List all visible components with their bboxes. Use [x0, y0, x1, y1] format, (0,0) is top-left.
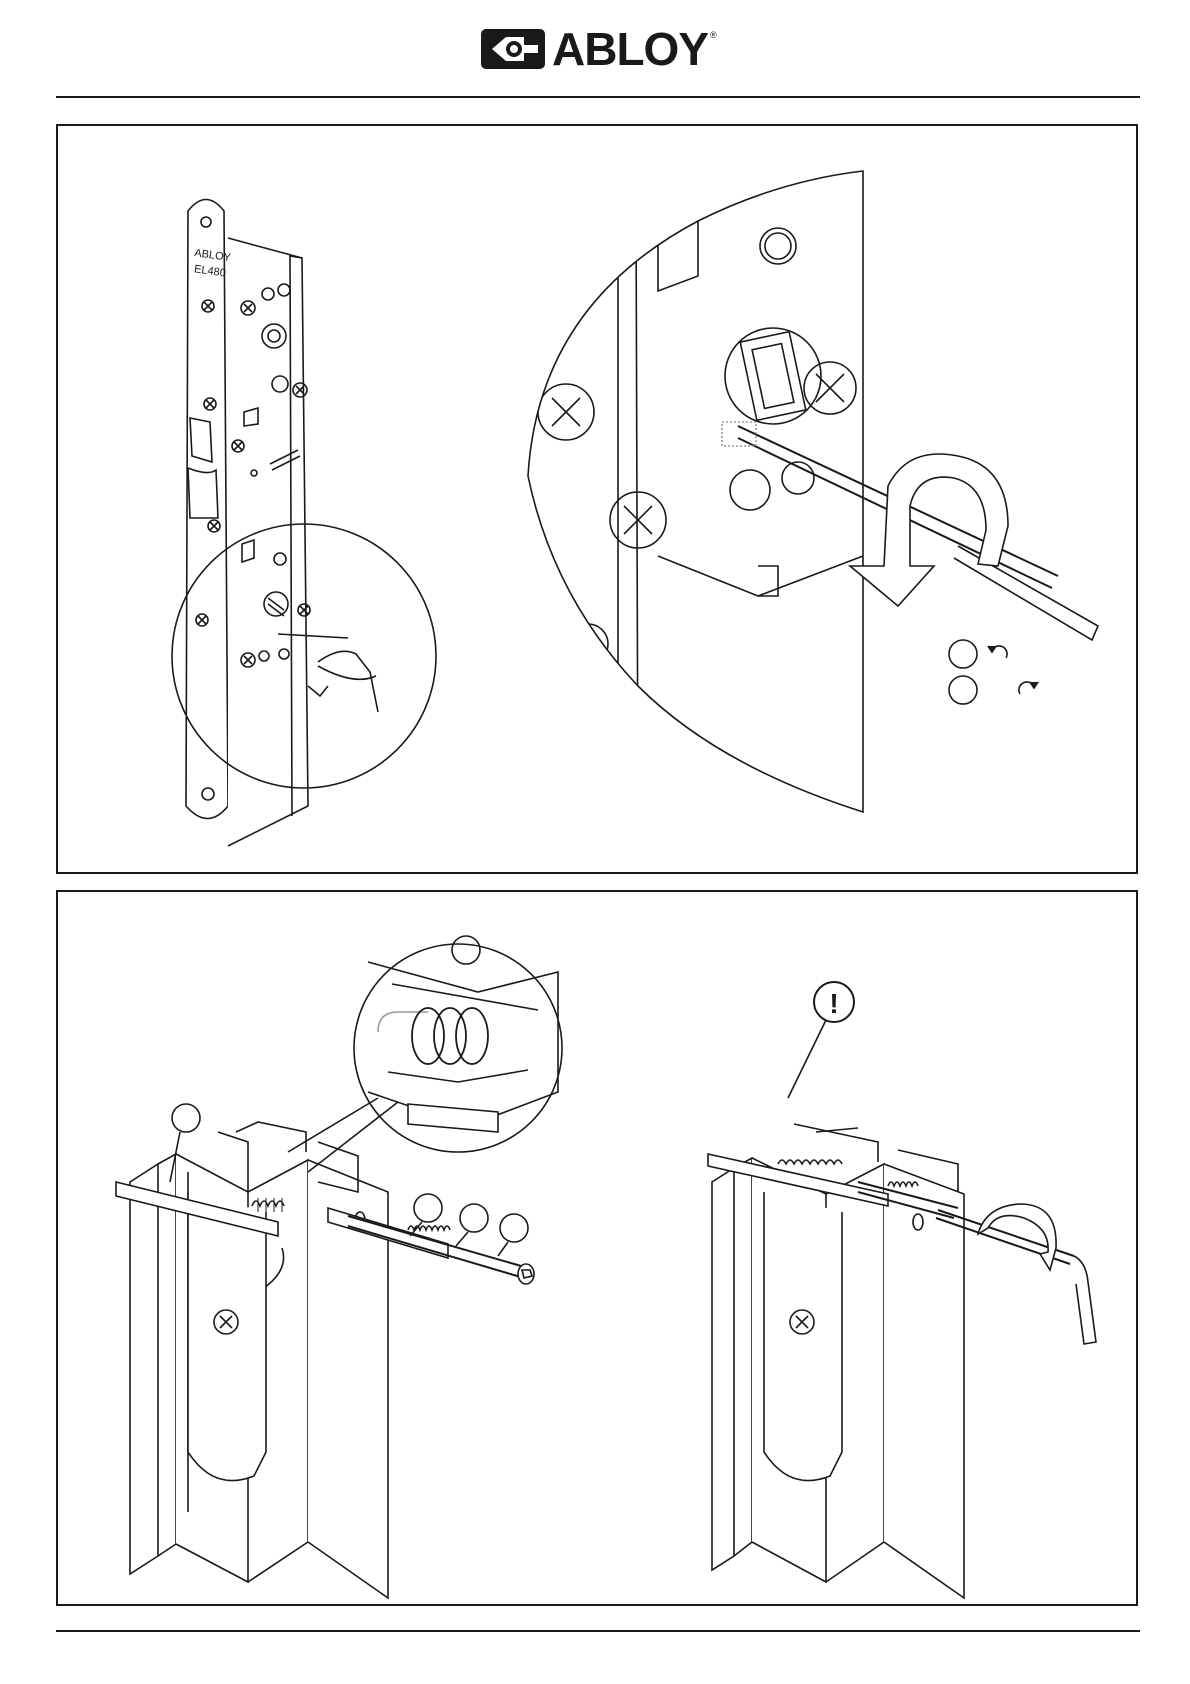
footer-rule	[56, 1630, 1140, 1632]
rotate-ccw-icon	[988, 646, 1007, 658]
callout-1	[172, 1104, 200, 1132]
panel-spring-assembly: !	[56, 890, 1138, 1606]
direction-marker-1	[949, 640, 977, 668]
callout-4	[460, 1204, 488, 1232]
callout-3	[414, 1194, 442, 1222]
warning-symbol: !	[829, 988, 838, 1019]
panel-cylinder-adjustment: ABLOY EL480	[56, 124, 1138, 874]
illustration-lock-body: ABLOY EL480	[58, 126, 1140, 876]
illustration-profile-assembly: !	[58, 892, 1140, 1608]
abloy-key-logo-icon	[480, 28, 546, 70]
callout-5	[500, 1214, 528, 1242]
header-rule	[56, 96, 1140, 98]
registered-mark: ®	[710, 30, 717, 40]
direction-marker-2	[949, 676, 977, 704]
warning-icon: !	[814, 982, 854, 1022]
page-header: ABLOY ®	[0, 0, 1190, 100]
rotate-cw-icon	[1019, 682, 1038, 694]
brand-name: ABLOY	[552, 26, 708, 72]
abloy-logo: ABLOY ®	[480, 26, 717, 72]
